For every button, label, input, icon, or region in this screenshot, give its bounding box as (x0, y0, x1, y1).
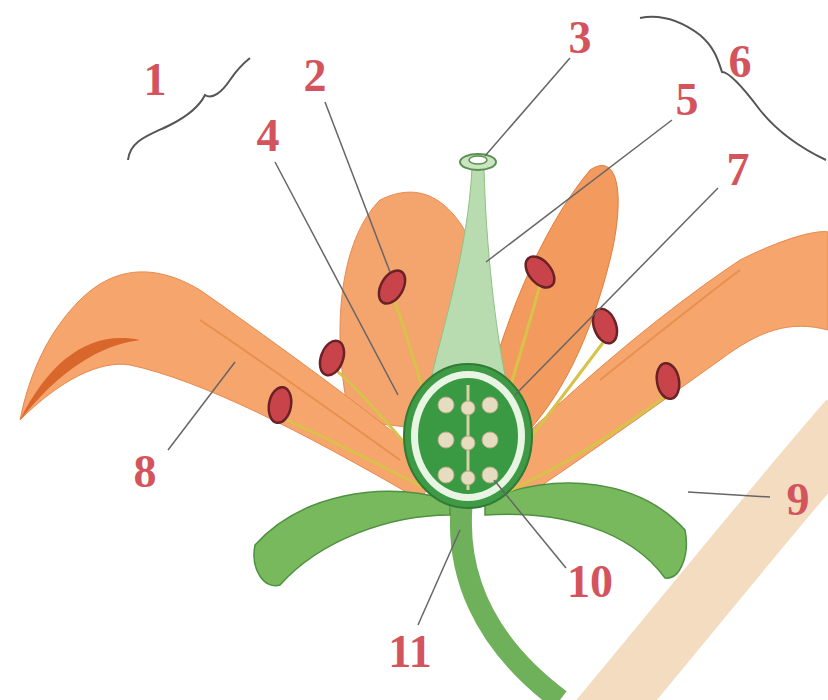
ovary (404, 364, 532, 508)
callout-number: 5 (676, 77, 699, 123)
bracket (640, 17, 826, 160)
callout-number: 4 (257, 113, 280, 159)
petal (490, 232, 828, 500)
callout-number: 9 (787, 477, 810, 523)
petal-tip (20, 338, 140, 420)
stigma-top (469, 156, 487, 164)
callout-number: 1 (144, 57, 167, 103)
callout-number: 6 (729, 39, 752, 85)
bracket (128, 58, 250, 160)
style (432, 168, 505, 375)
ovary-wall (411, 371, 525, 501)
sepal (254, 491, 450, 585)
callout-number: 3 (569, 15, 592, 61)
stalk-band (600, 420, 828, 700)
ovary-cavity (418, 378, 518, 494)
petal (20, 272, 440, 500)
callout-number: 7 (727, 147, 750, 193)
callout-number: 11 (388, 629, 431, 675)
ovules (438, 397, 498, 485)
leader-lines (168, 58, 770, 625)
callout-number: 10 (567, 559, 613, 605)
stem (461, 500, 560, 700)
callout-number: 8 (134, 449, 157, 495)
callout-number: 2 (304, 53, 327, 99)
stigma (460, 154, 496, 170)
